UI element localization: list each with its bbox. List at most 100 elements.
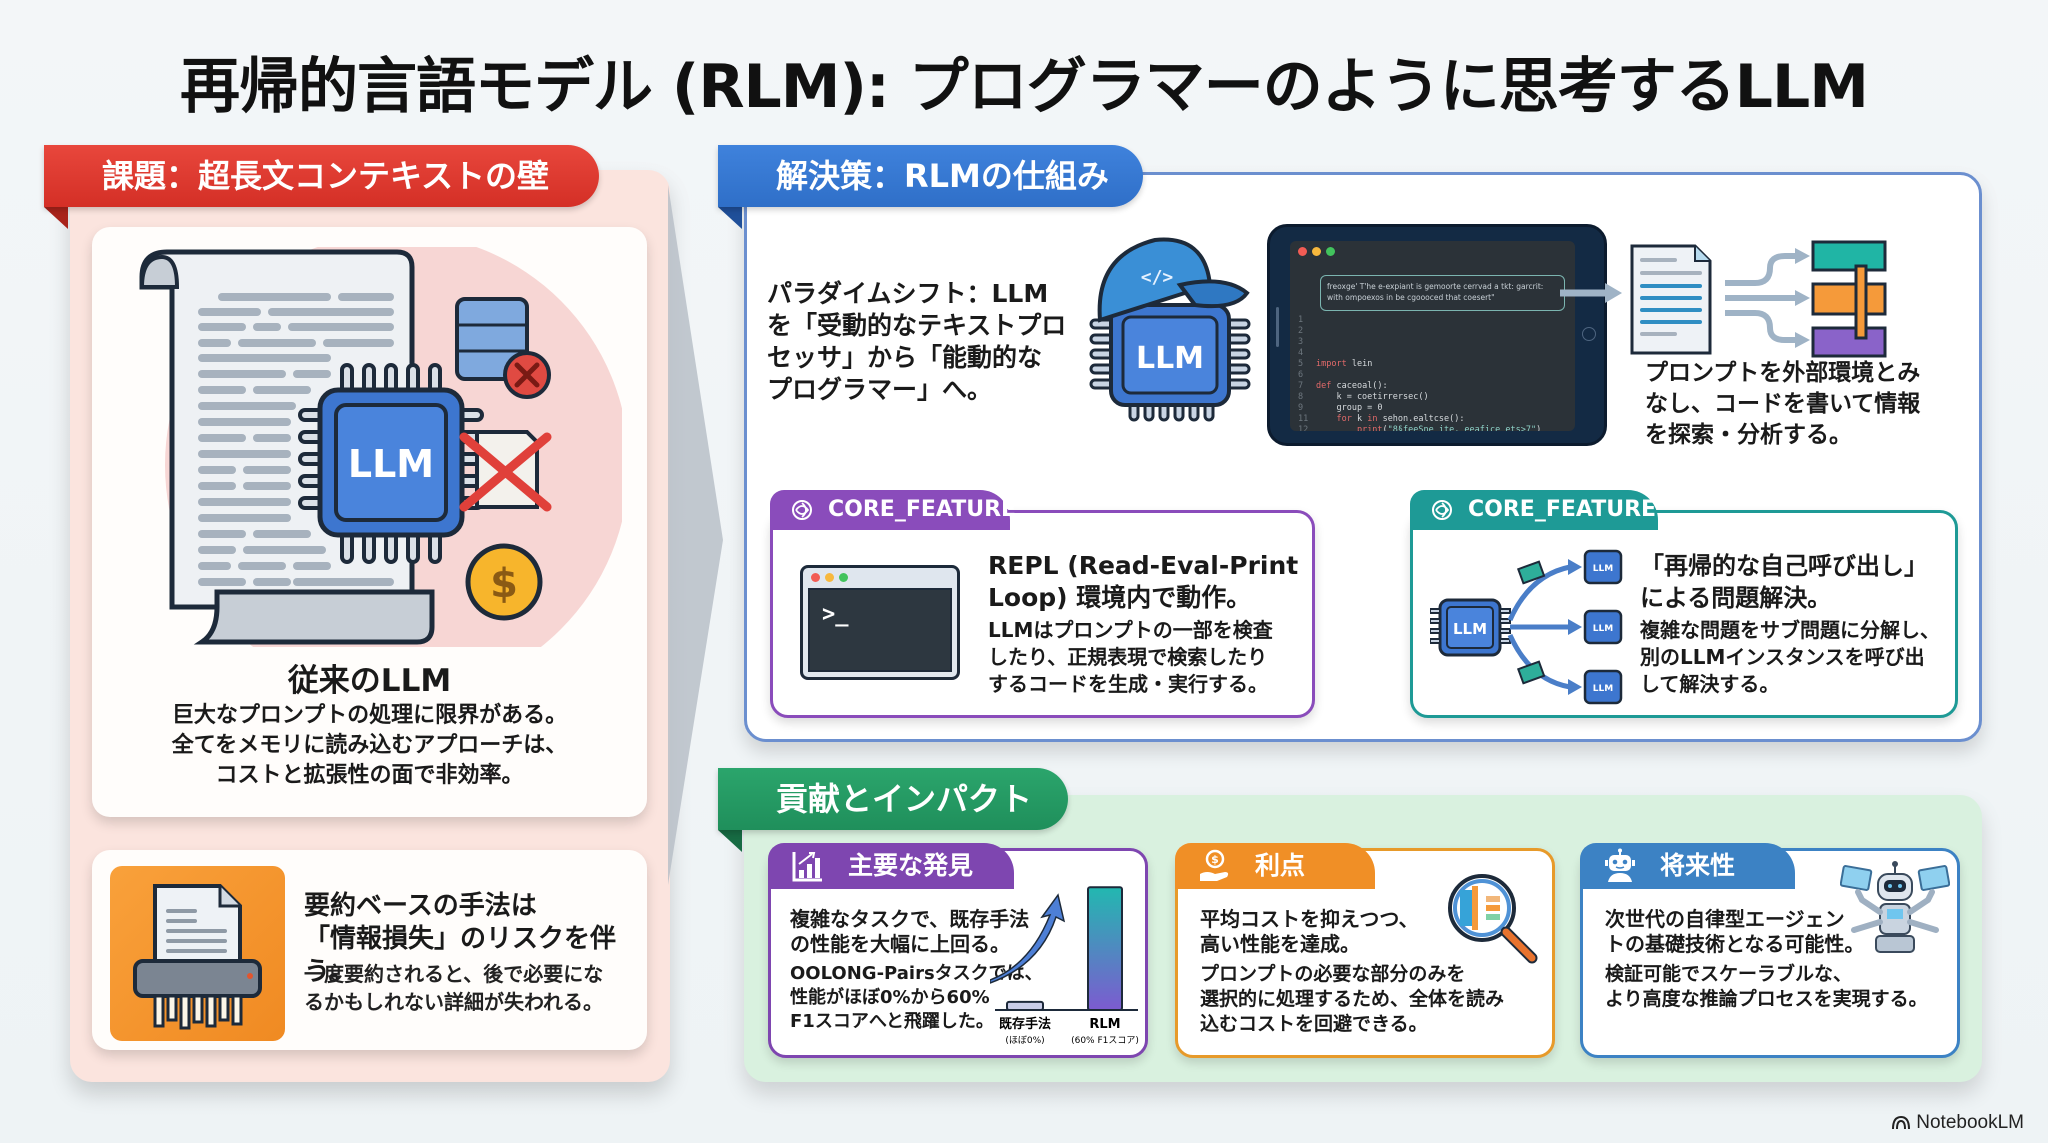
child-llm-chip-icon: LLM LLM LLM [1583,549,1623,705]
memory-card-crossed-icon [459,430,552,512]
environment-description: プロンプトを外部環境とみ なし、コードを書いて情報 を探索・分析する。 [1645,360,1921,448]
programmer-llm-chip-icon: LLM </> [1089,237,1251,422]
minimize-dot [1312,247,1321,256]
prompt-exploration-diagram [1560,240,1887,358]
chip-label: LLM [1136,341,1204,376]
key-finding-tab: 主要な発見 [768,843,1014,889]
legacy-llm-card: LLM $ 従来のLLM 巨大なプロンプトの処理に限界がある。 全てをメモリに読… [92,227,647,817]
maximize-dot [1326,247,1335,256]
baseball-cap-icon: </> [1097,237,1250,323]
agent-robot-illustration [1840,861,1950,953]
future-description: 検証可能でスケーラブルな、 より高度な推論プロセスを実現する。 [1605,963,1928,1010]
performance-bar-chart: 既存手法 (ほぼ0%) RLM (60% F1スコア) [990,886,1139,1046]
prompt-bubble: freoxge' T'he e-expiant is gemoorte cerr… [1320,275,1565,311]
recursive-feature-description: 複雑な問題をサブ問題に分解し、 別のLLMインスタンスを呼び出 して解決する。 [1640,618,1940,696]
summary-risk-description: 一度要約されると、後で必要にな るかもしれない詳細が失われる。 [304,962,604,1014]
brand-label: NotebookLM [1916,1112,2024,1133]
code-line: 3 [1298,337,1304,347]
chart-category-label: RLM [1089,1017,1120,1032]
database-error-icon [455,297,551,399]
ribbon-fold [44,207,68,229]
code-line: 2 [1298,326,1304,336]
svg-text:LLM: LLM [1593,624,1613,634]
recursive-llm-calls-illustration: LLM LLM LLM LLM [1430,549,1623,705]
chip-label: LLM [348,442,434,486]
chart-bar-baseline-method [1006,1000,1044,1011]
svg-text:$: $ [1211,853,1219,866]
notebooklm-brand: NotebookLM [1892,1112,2024,1134]
core-feature-tag: CORE_FEATURE [1410,490,1658,530]
prompt-document-icon [1630,244,1712,355]
svg-text:LLM: LLM [1453,620,1487,638]
ribbon-fold [718,830,742,852]
legacy-llm-description: 巨大なプロンプトの処理に限界がある。 全てをメモリに読み込むアプローチは、 コス… [171,703,568,788]
svg-text:$: $ [490,561,518,607]
swirl-logo-icon [792,500,812,520]
svg-text:</>: </> [1141,267,1174,288]
terminal-prompt: >_ [822,602,849,627]
code-line: 11 for k in sehon.ealtcse(): [1298,414,1465,424]
dollar-coin-icon: $ [465,543,543,621]
window-controls [1298,247,1335,256]
legacy-llm-heading: 従来のLLM [287,663,452,699]
future-tab: 将来性 [1580,843,1795,889]
advantage-description: プロンプトの必要な部分のみを 選択的に処理するため、全体を読み 込むコストを回避… [1200,963,1505,1035]
document-shredder-icon [110,866,285,1041]
page-title: 再帰的言語モデル (RLM): プログラマーのように思考するLLM [180,52,1869,122]
tablet-side-button [1276,307,1279,347]
structured-blocks-icon [1811,240,1887,358]
key-finding-heading: 複雑なタスクで、既存手法 の性能を大幅に上回る。 [790,907,1030,956]
recursive-feature-heading: 「再帰的な自己呼び出し」 による問題解決。 [1640,552,1928,612]
repl-feature-heading: REPL (Read-Eval-Print Loop) 環境内で動作。 [988,551,1299,612]
growth-arrow-icon [990,893,1066,984]
magnifier-icon [1448,874,1538,964]
terminal-window-icon: >_ [800,565,960,680]
swirl-logo-icon [1432,500,1452,520]
code-line: 9 group = 0 [1298,403,1383,413]
advantage-heading: 平均コストを抑えつつ、 高い性能を達成。 [1200,907,1419,956]
flow-arrow-icon [668,185,723,885]
advantage-label: 利点 [1255,851,1306,880]
chart-category-note: (60% F1スコア) [1071,1036,1139,1046]
robot-icon [1605,848,1635,882]
parent-llm-chip-icon: LLM [1430,598,1511,657]
chart-bar-rlm [1087,886,1123,1012]
code-line: 4 [1298,348,1304,358]
solution-header: 解決策：RLMの仕組み [718,145,1143,207]
code-editor-screen: freoxge' T'he e-expiant is gemoorte cerr… [1290,241,1575,431]
code-tablet: freoxge' T'he e-expiant is gemoorte cerr… [1267,224,1607,446]
hand-coin-icon: $ [1200,849,1229,881]
summary-risk-heading: 要約ベースの手法は 「情報損失」のリスクを伴う。 [304,891,617,987]
repl-feature-description: LLMはプロンプトの一部を検査 したり、正規表現で検索したり するコードを生成・… [988,618,1273,696]
core-feature-label: CORE_FEATURE [828,497,1017,522]
future-heading: 次世代の自律型エージェン トの基礎技術となる可能性。 [1605,907,1865,956]
impact-header: 貢献とインパクト [718,768,1068,830]
envelope-icon [1516,560,1546,685]
code-line: 1 [1298,315,1304,325]
challenge-header: 課題：超長文コンテキストの壁 [44,145,599,207]
code-line: 6 [1298,370,1304,380]
branch-arrows-icon [1725,253,1795,343]
key-finding-description: OOLONG-Pairsタスクでは、 性能がほぼ0%から60% F1スコアへと飛… [790,963,1043,1032]
future-label: 将来性 [1660,851,1736,880]
svg-text:LLM: LLM [1593,684,1613,694]
close-dot [1298,247,1307,256]
summary-risk-card: 要約ベースの手法は 「情報損失」のリスクを伴う。 一度要約されると、後で必要にな… [92,850,647,1050]
chart-category-label: 既存手法 [999,1016,1051,1032]
code-line: 12 print("8§feeSne ite, eeafice ets>7") [1298,425,1542,431]
llm-chip-icon: LLM [298,363,484,564]
advantage-tab: $ 利点 [1175,843,1375,889]
code-line: 8 k = coetirrersec() [1298,392,1429,402]
core-feature-label: CORE_FEATURE [1468,497,1657,522]
arrow-right-icon [1560,283,1622,303]
svg-text:LLM: LLM [1593,564,1613,574]
tablet-home-button [1582,327,1596,341]
paradigm-shift-text: パラダイムシフト：LLM を「受動的なテキストプロ セッサ」から「能動的な プロ… [767,279,1067,404]
legacy-llm-illustration: LLM $ [139,247,622,647]
key-finding-label: 主要な発見 [848,851,974,880]
ribbon-fold [718,207,742,229]
bar-chart-icon [792,852,822,882]
chart-category-note: (ほぼ0%) [1005,1035,1044,1046]
